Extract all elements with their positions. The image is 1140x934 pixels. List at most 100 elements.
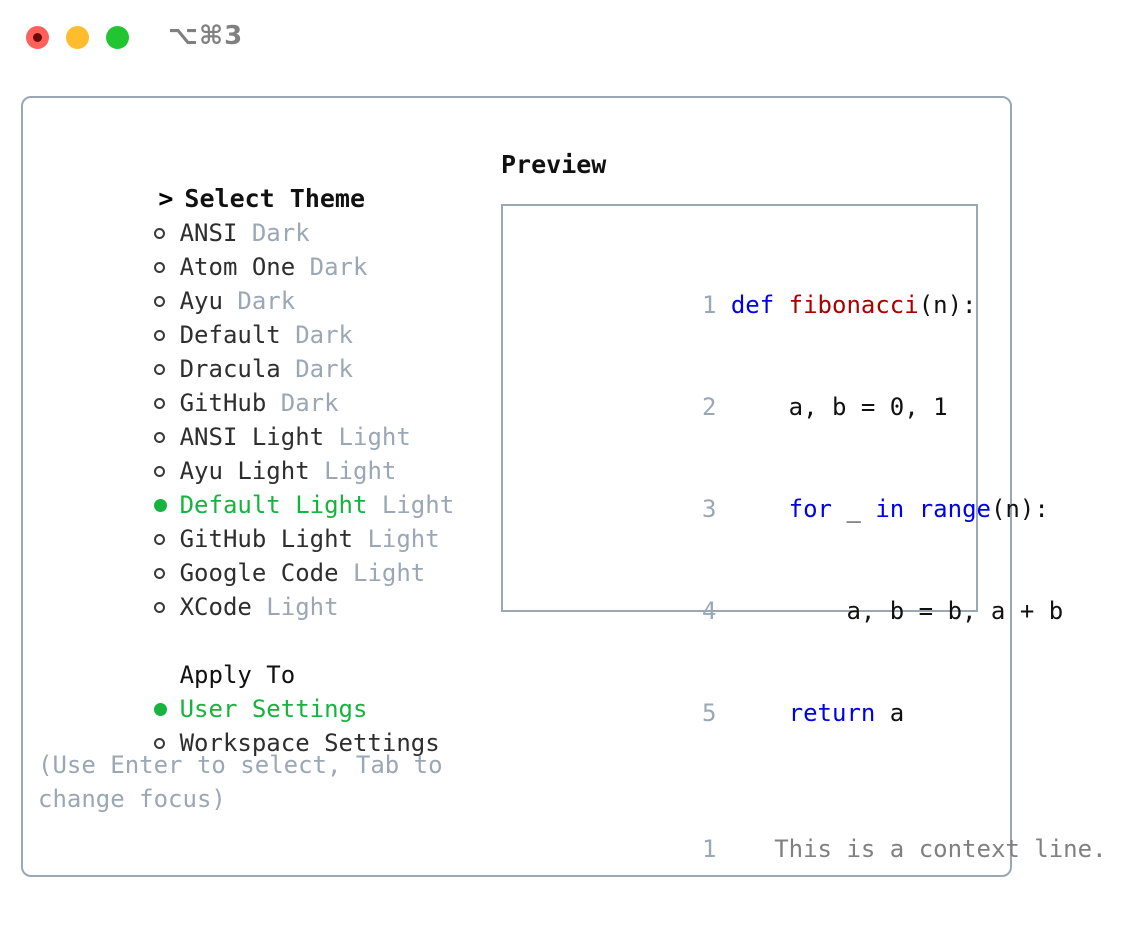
- preview-box: 1 def fibonacci(n): 2 a, b = 0, 1 3 for …: [501, 204, 1107, 863]
- theme-kind-label: Dark: [309, 253, 368, 281]
- prompt-arrow-icon: >: [158, 184, 174, 213]
- code-token: fibonacci: [788, 291, 919, 319]
- radio-unselected-icon[interactable]: [154, 250, 180, 284]
- apply-to-label: Workspace Settings: [179, 729, 440, 757]
- radio-unselected-icon[interactable]: [154, 522, 180, 556]
- line-number: 2: [701, 393, 717, 421]
- line-number: 1: [701, 291, 717, 319]
- code-line: 4 a, b = b, a + b: [515, 560, 1063, 662]
- apply-to-option-user-settings[interactable]: User Settings: [38, 658, 478, 723]
- theme-kind-label: Light: [353, 559, 426, 587]
- theme-name: Default Light: [179, 491, 368, 519]
- theme-picker-header: > Select Theme: [38, 148, 478, 213]
- theme-option-ayu-dark[interactable]: Ayu Dark: [38, 250, 478, 315]
- code-line: 5 return a: [515, 662, 970, 764]
- code-token: [731, 699, 789, 727]
- radio-unselected-icon[interactable]: [154, 318, 180, 352]
- theme-kind: [281, 355, 295, 383]
- theme-kind: [237, 219, 251, 247]
- keyboard-hint-text: (Use Enter to select, Tab to change focu…: [38, 751, 443, 813]
- theme-kind: [295, 253, 309, 281]
- radio-unselected-icon[interactable]: [154, 386, 180, 420]
- diff-line-deleted: 2 - This line was deleted.: [515, 900, 970, 934]
- theme-option-atom-one-dark[interactable]: Atom One Dark: [38, 216, 478, 281]
- theme-option-ansi-light[interactable]: ANSI Light Light: [38, 386, 478, 451]
- radio-unselected-icon[interactable]: [154, 284, 180, 318]
- radio-unselected-icon[interactable]: [154, 352, 180, 386]
- theme-name: Ayu Light: [179, 457, 310, 485]
- radio-selected-icon[interactable]: [154, 692, 180, 726]
- theme-kind-label: Dark: [280, 389, 339, 417]
- apply-to-option-workspace-settings[interactable]: Workspace Settings: [38, 692, 478, 757]
- diff-text: This is a context line.: [759, 835, 1107, 863]
- code-token: [904, 495, 918, 523]
- theme-kind: [281, 321, 295, 349]
- theme-name: Ayu: [179, 287, 223, 315]
- preview-column: Preview 1 def fibonacci(n): 2 a, b = 0, …: [501, 148, 1107, 863]
- line-number: 1: [701, 835, 717, 863]
- code-blank-line: [515, 764, 970, 798]
- theme-kind-label: Dark: [295, 355, 353, 383]
- radio-unselected-icon[interactable]: [154, 216, 180, 250]
- code-line: 3 for _ in range(n):: [515, 458, 1049, 560]
- radio-selected-icon[interactable]: [154, 488, 180, 522]
- theme-name: ANSI Light: [179, 423, 325, 451]
- theme-option-default-dark[interactable]: Default Dark: [38, 284, 478, 349]
- code-token: [731, 495, 789, 523]
- code-token: def: [730, 291, 789, 319]
- code-sample: 1 def fibonacci(n): 2 a, b = 0, 1 3 for …: [515, 254, 1107, 934]
- theme-option-xcode[interactable]: XCode Light: [38, 556, 478, 621]
- radio-unselected-icon[interactable]: [154, 454, 180, 488]
- code-line: 2 a, b = 0, 1: [515, 356, 970, 458]
- theme-kind-label: Light: [266, 593, 339, 621]
- theme-name: Dracula: [179, 355, 281, 383]
- radio-unselected-icon[interactable]: [154, 556, 180, 590]
- diff-sign: [745, 835, 759, 863]
- apply-to-title: Apply To: [179, 661, 296, 689]
- theme-kind: [367, 491, 381, 519]
- maximize-button[interactable]: [106, 26, 129, 49]
- theme-kind-label: Dark: [251, 219, 310, 247]
- theme-option-dracula-dark[interactable]: Dracula Dark: [38, 318, 478, 383]
- code-token: _: [832, 495, 876, 523]
- theme-kind: [266, 389, 280, 417]
- traffic-light-buttons: [26, 26, 129, 49]
- theme-option-google-code[interactable]: Google Code Light: [38, 522, 478, 587]
- apply-to-label: User Settings: [179, 695, 368, 723]
- theme-kind-label: Light: [338, 423, 411, 451]
- theme-kind: [353, 525, 367, 553]
- theme-kind: [339, 559, 353, 587]
- line-number: 4: [701, 597, 717, 625]
- theme-option-default-light[interactable]: Default Light Light: [38, 454, 478, 519]
- radio-unselected-icon[interactable]: [154, 420, 180, 454]
- code-token: a: [875, 699, 905, 727]
- code-token: in: [875, 495, 905, 523]
- theme-kind-label: Light: [381, 491, 455, 519]
- line-number: 3: [701, 495, 717, 523]
- theme-option-ayu-light[interactable]: Ayu Light Light: [38, 420, 478, 485]
- page-title: Select Theme: [184, 184, 366, 213]
- theme-kind-label: Light: [324, 457, 397, 485]
- code-token: (n):: [918, 291, 977, 319]
- theme-picker-column: > Select Theme ANSI Dark Atom One Dark Ay…: [38, 148, 478, 816]
- theme-option-ansi-dark[interactable]: ANSI Dark: [38, 182, 478, 247]
- theme-kind-label: Dark: [295, 321, 353, 349]
- line-number: 5: [701, 699, 717, 727]
- code-token: a, b = 0, 1: [730, 393, 948, 421]
- theme-option-github-dark[interactable]: GitHub Dark: [38, 352, 478, 417]
- theme-name: XCode: [179, 593, 252, 621]
- title-bar: ⌥⌘3: [0, 0, 1140, 78]
- theme-name: Default: [179, 321, 281, 349]
- keyboard-shortcut-label: ⌥⌘3: [168, 21, 244, 51]
- radio-unselected-icon[interactable]: [154, 590, 180, 624]
- theme-option-github-light[interactable]: GitHub Light Light: [38, 488, 478, 553]
- close-button[interactable]: [26, 26, 49, 49]
- theme-kind-label: Light: [367, 525, 440, 553]
- theme-kind: [310, 457, 324, 485]
- code-token: (n):: [990, 495, 1049, 523]
- apply-to-heading: Apply To: [38, 624, 478, 689]
- minimize-button[interactable]: [66, 26, 89, 49]
- theme-kind: [324, 423, 338, 451]
- code-line: 1 def fibonacci(n):: [515, 254, 977, 356]
- code-token: return: [788, 699, 876, 727]
